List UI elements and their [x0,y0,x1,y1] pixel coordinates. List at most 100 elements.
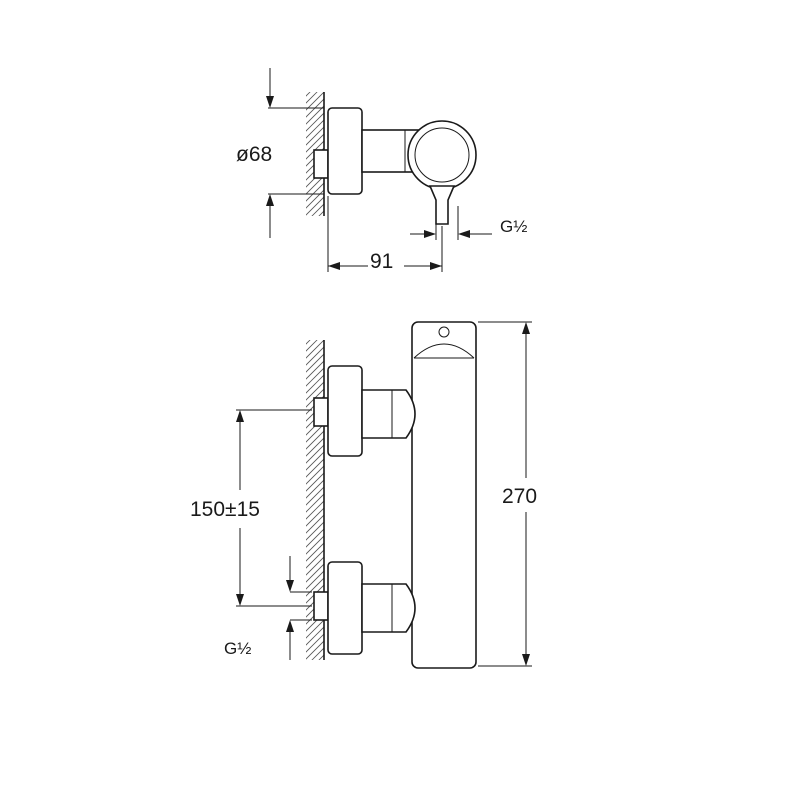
hatch-line [306,619,324,639]
inlet-stub-top [313,149,329,179]
hatch-line [306,577,324,597]
hatch-line [304,237,326,259]
front-view: 150±15 G½ 270 [190,310,537,710]
hatch-line [306,119,324,139]
hatch-line [306,633,324,653]
dim-arrow [458,230,470,238]
hatch-line [304,244,326,266]
hatch-line [306,437,324,457]
hatch-line [304,230,326,252]
hatch-line [304,317,326,339]
dim-height-label: 270 [502,485,537,508]
hatch-line [304,69,326,91]
hatch-line [306,493,324,513]
dim-arrow [522,654,530,666]
hatch-line [306,626,324,646]
hatch-line [306,458,324,478]
hatch-line [306,367,324,387]
hatch-line [311,203,324,216]
hatch-line [306,500,324,520]
dim-arrow [430,262,442,270]
dim-diameter-label: ø68 [236,143,272,166]
hatch-line [306,444,324,464]
hatch-line [304,62,326,84]
dim-centres-label: 150±15 [190,498,260,521]
mixer-body-inner-circle [414,127,470,183]
wall-hatch-front [304,310,326,710]
hatch-line [306,542,324,562]
hatch-line [304,223,326,245]
hatch-line [306,92,324,111]
hatch-line [304,681,326,703]
hatch-line [306,92,318,104]
hatch-line [306,563,324,583]
hatch-line [306,346,324,366]
hatch-line [318,654,324,660]
hatch-line [306,196,324,216]
hatch-line [306,189,324,209]
hatch-line [306,472,324,492]
hatch-line [306,353,324,373]
dim-thread-inlet-label: G½ [224,639,251,658]
hatch-line [318,210,324,216]
hatch-line [304,688,326,710]
top-view: ø68 91 G½ [236,62,527,274]
hatch-line [306,381,324,401]
mixer-body [411,321,477,669]
hatch-line [306,126,324,146]
dim-label-bg [368,250,404,274]
connector-lower [361,583,416,633]
hatch-line [306,133,324,153]
escutcheon-upper [327,365,363,457]
hatch-line [306,430,324,450]
hatch-line [306,535,324,555]
hatch-line [306,556,324,576]
dim-depth-label: 91 [370,250,393,273]
hatch-line [304,660,326,682]
mixer-body-circle [407,120,477,190]
inlet-stub-lower [313,591,329,621]
dim-arrow [286,580,294,592]
top-handle-arc [413,343,475,359]
hatch-line [306,465,324,485]
dim-arrow [522,322,530,334]
connector-upper [361,389,416,439]
escutcheon-top [327,107,363,195]
hatch-line [306,340,324,359]
inlet-stub-upper [313,397,329,427]
hatch-line [306,182,324,202]
hatch-line [304,216,326,238]
dim-arrow [328,262,340,270]
dim-arrow [236,410,244,422]
hatch-line [306,451,324,471]
hatch-line [306,340,311,345]
hatch-line [306,486,324,506]
hatch-line [306,374,324,394]
hatch-line [306,105,324,125]
dim-arrow [266,194,274,206]
hatch-line [306,340,318,352]
hatch-line [306,514,324,534]
escutcheon-lower [327,561,363,655]
hatch-line [306,640,324,660]
hatch-line [304,667,326,689]
hatch-line [306,521,324,541]
hatch-line [306,479,324,499]
hatch-line [306,570,324,590]
hatch-line [306,507,324,527]
dim-arrow [236,594,244,606]
dim-arrow [266,96,274,108]
hatch-line [306,549,324,569]
outlet-spout [428,185,456,225]
cap-button [438,326,450,338]
hatch-line [306,92,311,97]
dim-arrow [424,230,436,238]
hatch-line [304,674,326,696]
hatch-line [304,310,326,332]
hatch-line [306,112,324,132]
dim-arrow [286,620,294,632]
dim-thread-outlet-label: G½ [500,217,527,236]
hatch-line [306,528,324,548]
hatch-line [311,647,324,660]
